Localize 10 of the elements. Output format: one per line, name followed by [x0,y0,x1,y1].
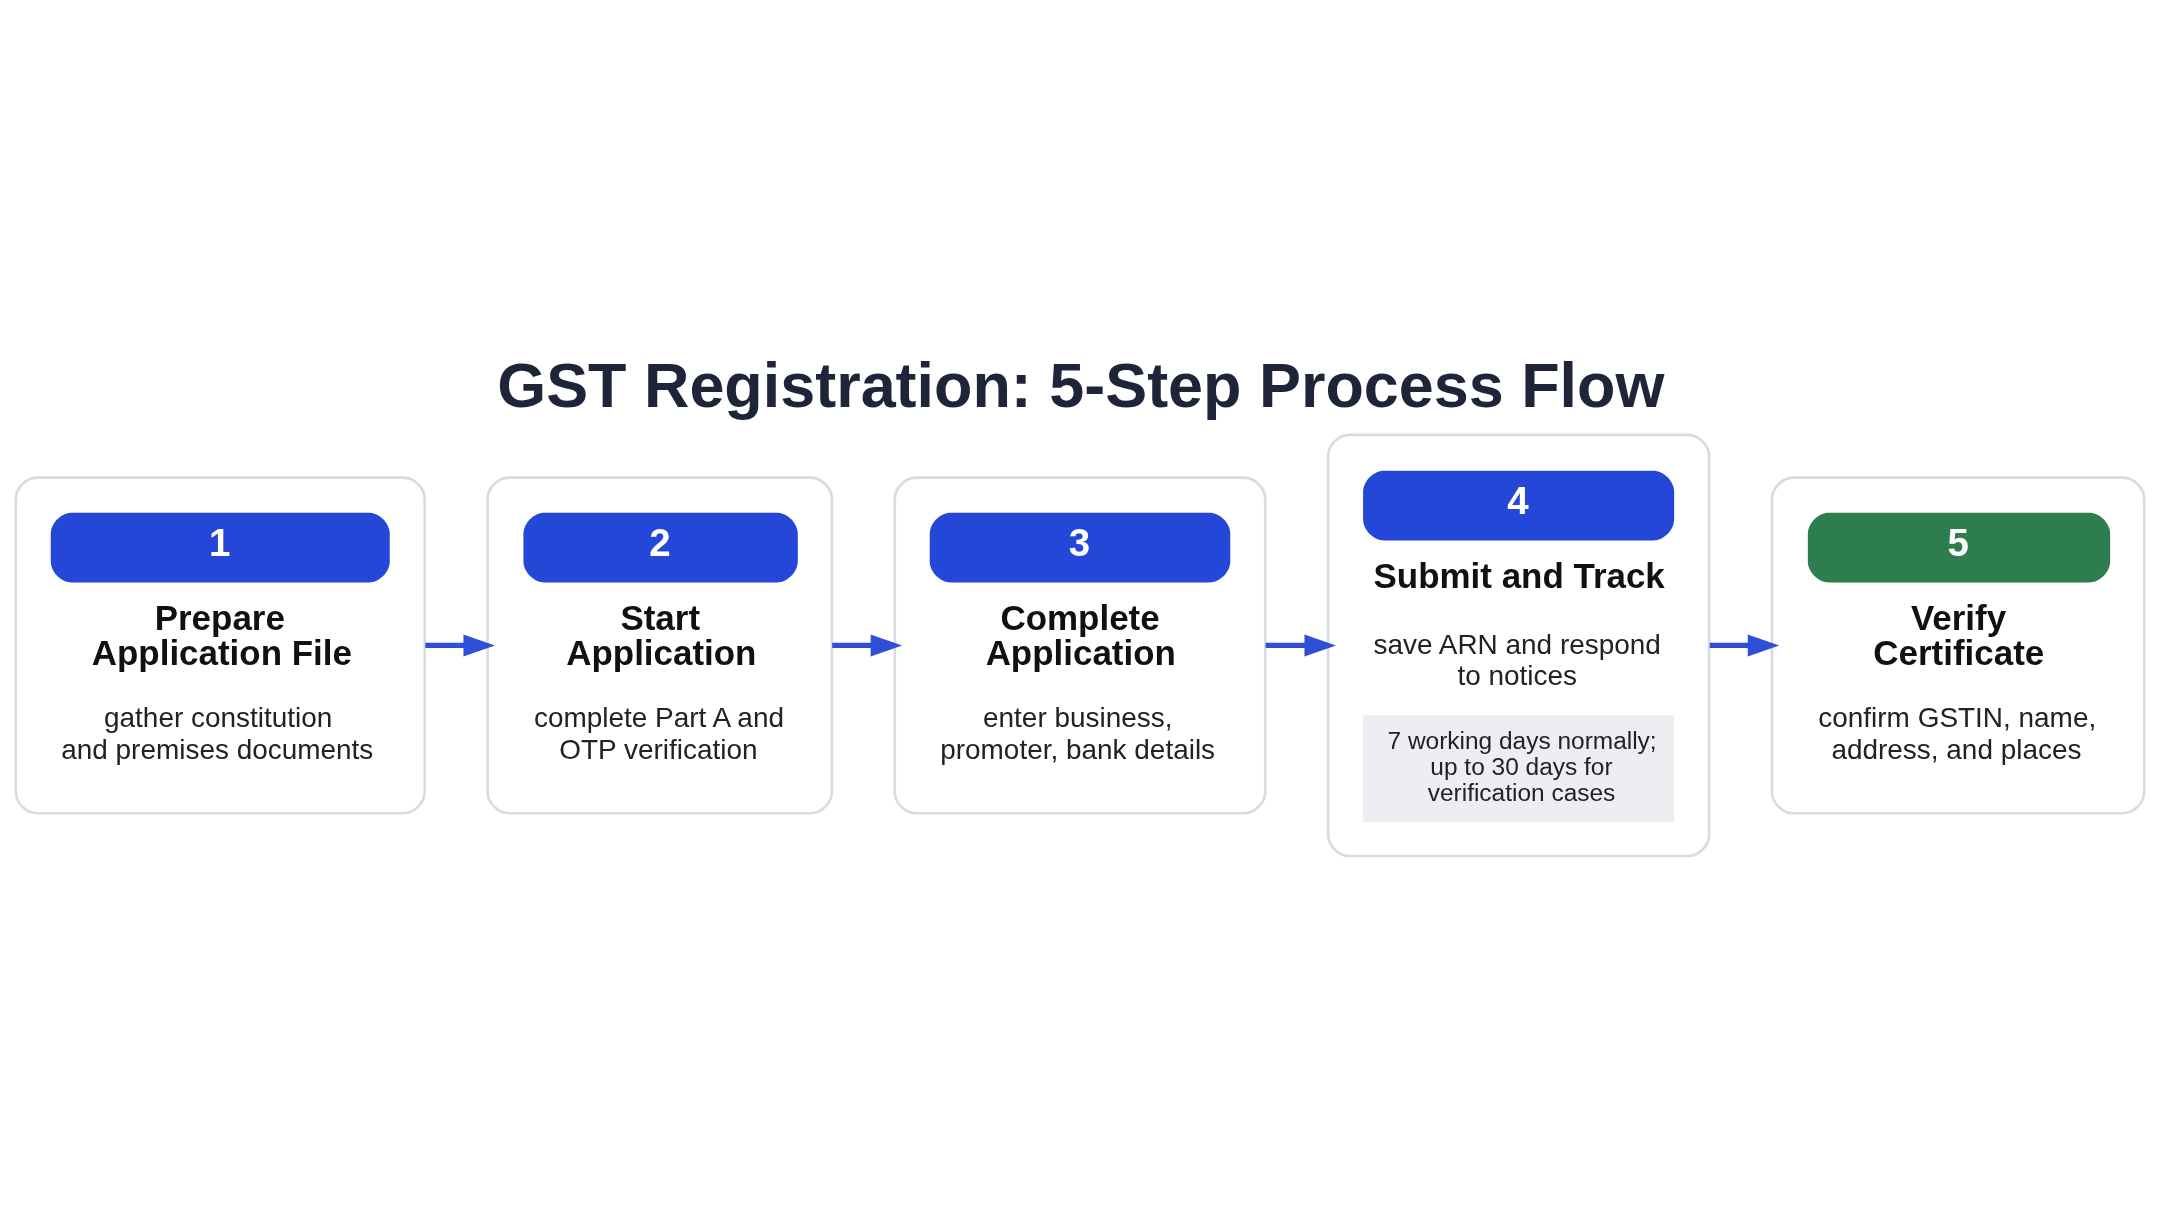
diagram-title: GST Registration: 5-Step Process Flow [497,349,1665,420]
node-box: 1 Prepare Application File gather constitution and premises documents [14,475,426,814]
arrow [1265,633,1336,656]
node-box: 3 Complete Application enter business, promoter, bank details [893,475,1267,814]
arrow [832,633,903,656]
arrow [425,633,495,656]
node-box: 2 Start Application complete Part A and OTP verification [486,475,834,814]
node-box: 5 Verify Certificate confirm GSTIN, name, address, and places [1770,475,2146,814]
arrow [1709,633,1780,656]
node-box: 4 Submit and Track save ARN and respond to notices 7 working days normally; up to 30 days for verification cases [1326,433,1711,857]
